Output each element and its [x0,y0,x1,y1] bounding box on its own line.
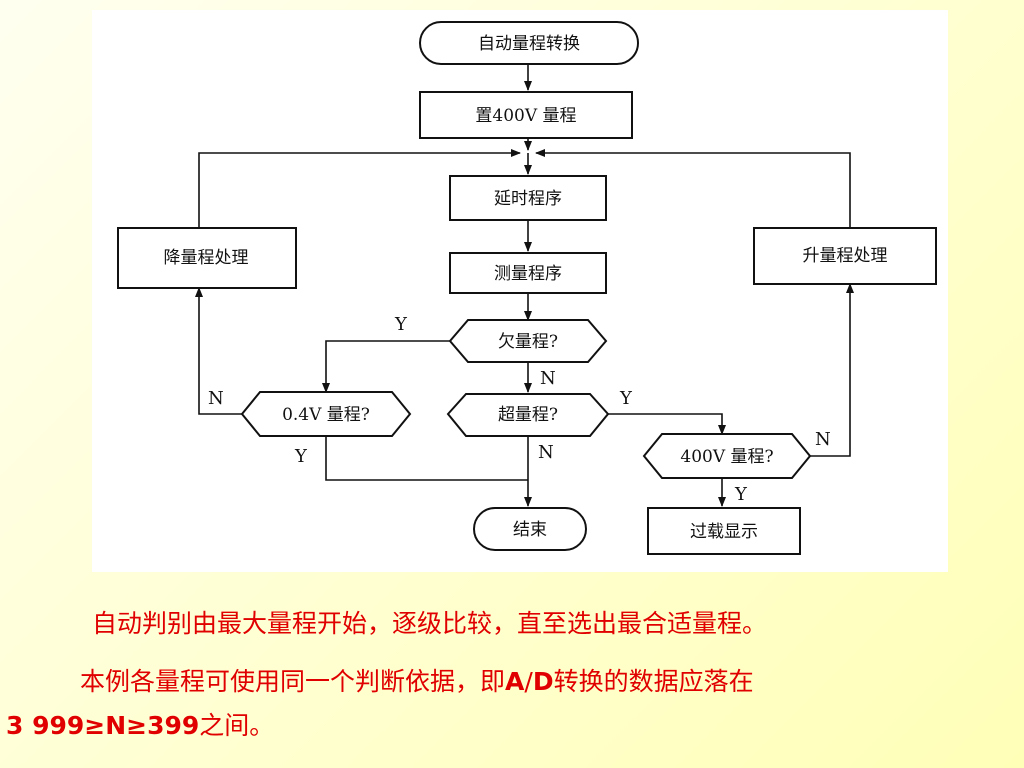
range-up-label: 升量程处理 [803,246,888,266]
flowchart-diagram: 自动量程转换 置400V 量程 延时程序 测量程序 降量程处理 升量程处理 欠量… [92,10,948,572]
caption-line-3: 3 999≥N≥399之间。 [6,706,274,742]
start-label: 自动量程转换 [478,34,580,54]
check-400v-no-label: N [815,429,831,450]
caption-line-2-a: A [505,667,525,696]
caption-line-2-d: D [532,667,554,696]
end-label: 结束 [513,520,547,540]
caption-line-3-tail: 之间。 [199,711,275,740]
flowchart-svg: 自动量程转换 置400V 量程 延时程序 测量程序 降量程处理 升量程处理 欠量… [117,21,937,555]
under-range-yes-label: Y [394,314,408,335]
under-range-label: 欠量程? [498,332,558,352]
over-range-label: 超量程? [498,405,558,425]
delay-label: 延时程序 [494,189,562,209]
range-down-label: 降量程处理 [164,248,249,268]
under-range-decision: 欠量程? [448,319,608,363]
overload-label: 过载显示 [690,522,758,542]
caption-line-1: 自动判别由最大量程开始，逐级比较，直至选出最合适量程。 [92,609,768,638]
set-range-box: 置400V 量程 [419,91,633,139]
caption-line-3-range: 3 999≥N≥399 [6,711,200,740]
check-04v-yes-label: Y [294,446,308,467]
loop-down-return [198,149,521,228]
measure-label: 测量程序 [494,264,562,284]
over-range-no-label: N [538,442,554,463]
under-range-no-label: N [540,368,556,389]
check-04v-decision: 0.4V 量程? [240,391,412,437]
check-04v-label: 0.4V 量程? [282,405,370,425]
caption-line-2-tail: 转换的数据应落在 [553,667,754,696]
over-range-decision: 超量程? [446,393,610,437]
arrow-04v-no-to-down [195,287,242,415]
branch-labels: Y N N Y Y N N Y [208,314,831,505]
range-up-box: 升量程处理 [753,227,937,285]
loop-up-return [535,149,851,228]
caption-line-2-slash: / [524,667,533,696]
connectors [195,64,854,507]
range-down-box: 降量程处理 [117,227,297,289]
check-04v-no-label: N [208,388,224,409]
check-400v-label: 400V 量程? [680,447,773,467]
over-range-yes-label: Y [619,388,633,409]
arrow-under-yes-to-04v [322,340,450,393]
check-400v-yes-label: Y [734,484,748,505]
delay-box: 延时程序 [449,175,607,221]
caption-line-2: 本例各量程可使用同一个判断依据，即A/D转换的数据应落在 [80,662,754,698]
set-range-label: 置400V 量程 [475,106,576,126]
arrow-04v-yes-to-end [325,437,528,481]
start-terminator: 自动量程转换 [419,21,639,65]
caption-line-2-text: 本例各量程可使用同一个判断依据，即 [80,667,506,696]
check-400v-decision: 400V 量程? [642,433,812,479]
measure-box: 测量程序 [449,252,607,294]
overload-box: 过载显示 [647,507,801,555]
arrow-400v-no-to-up [810,283,854,457]
end-terminator: 结束 [473,507,587,551]
arrow-over-yes-to-400v [608,413,726,435]
